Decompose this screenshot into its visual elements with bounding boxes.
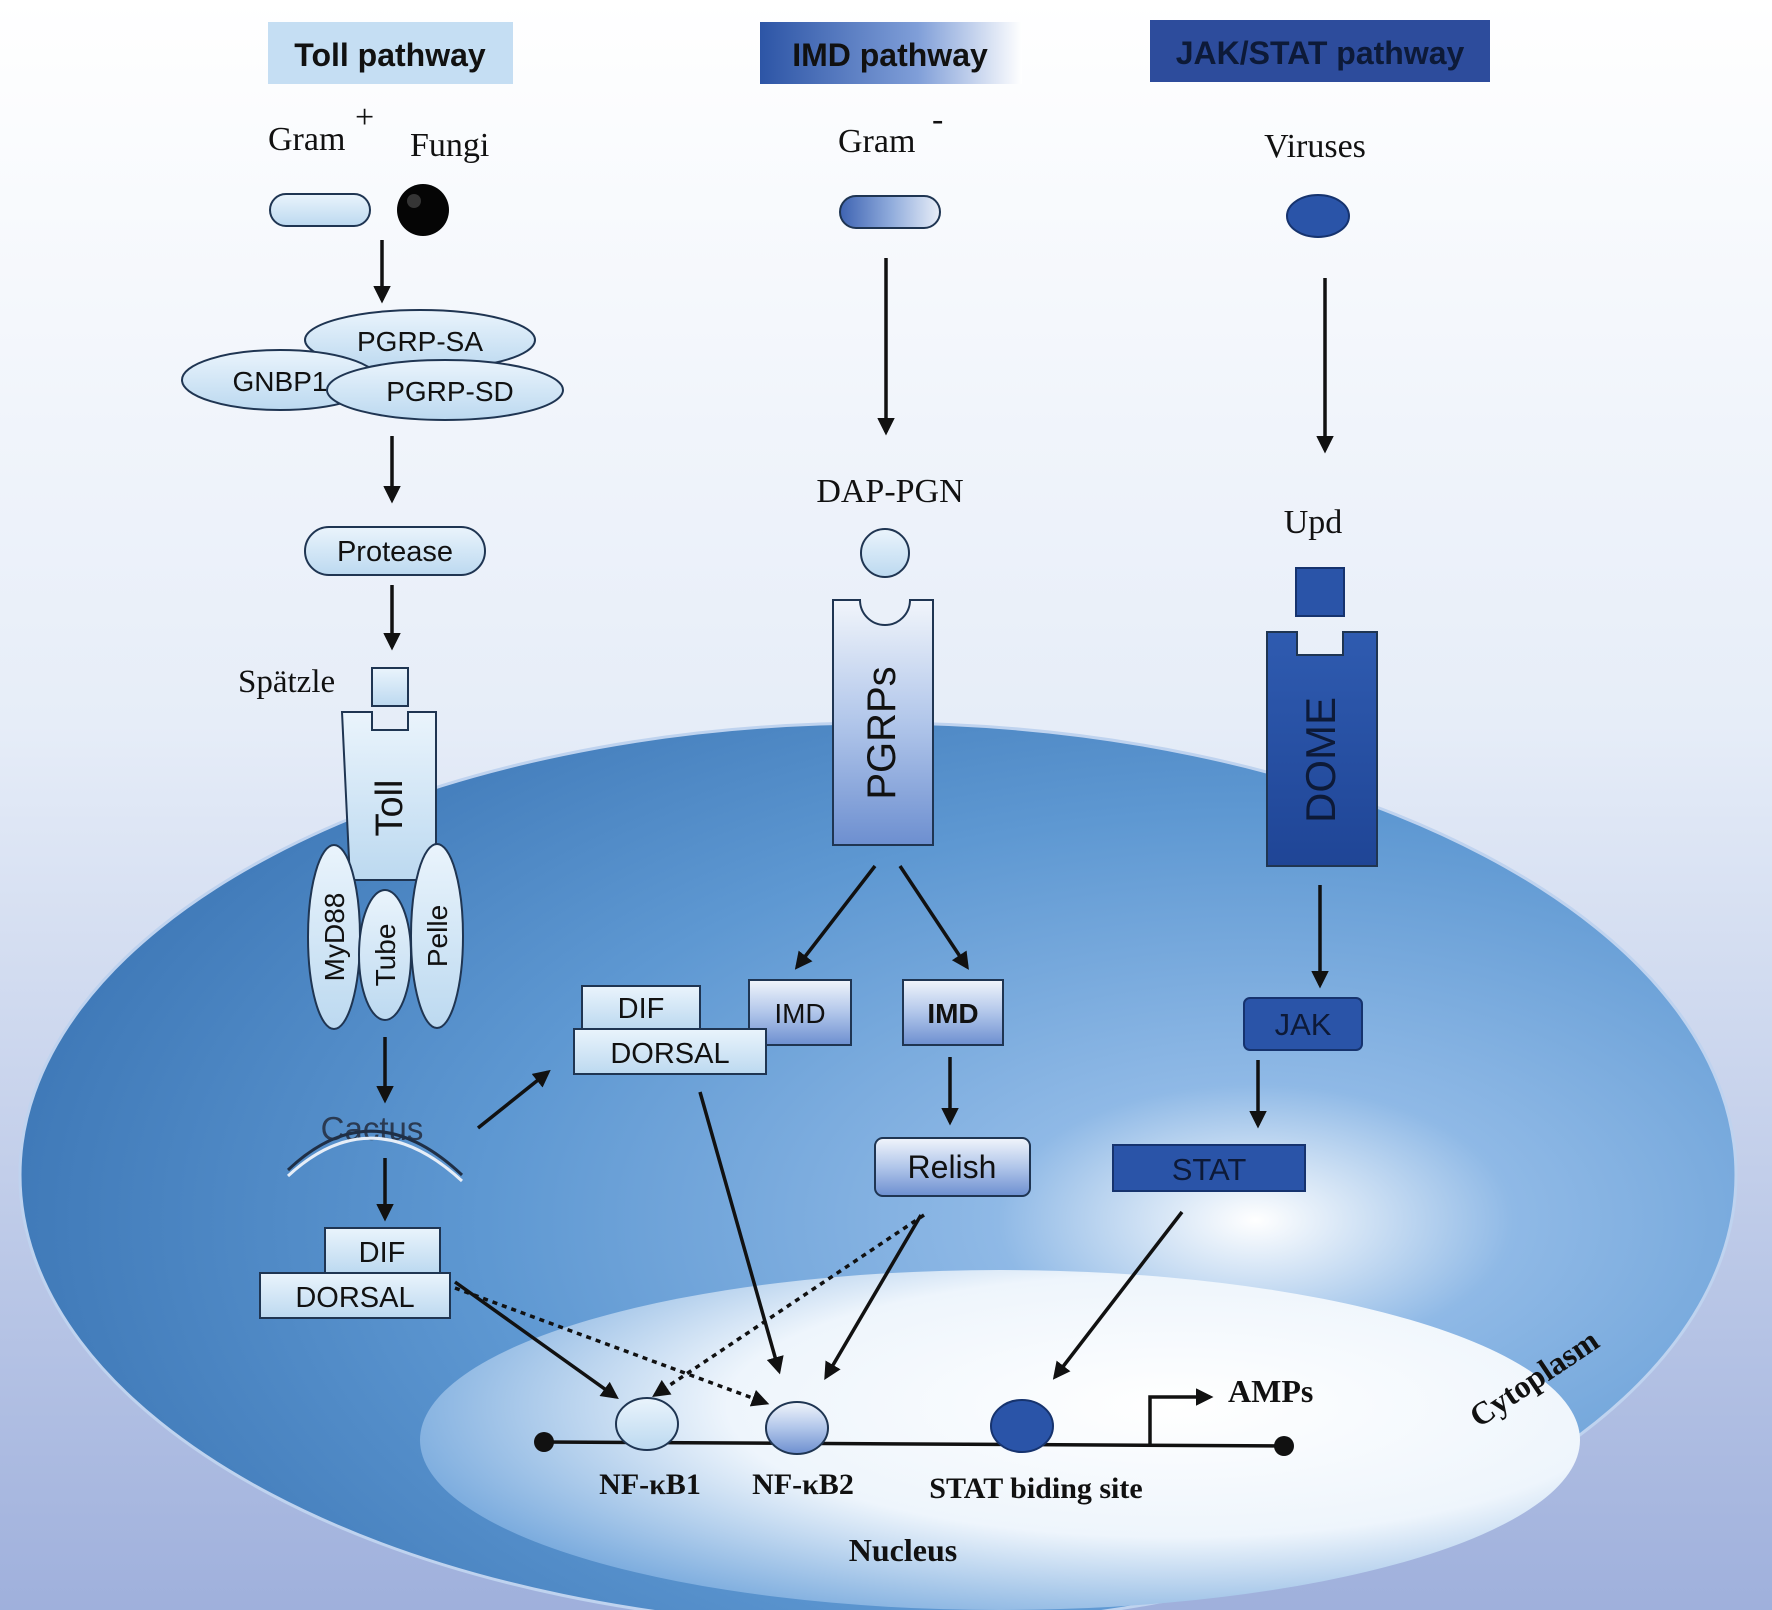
toll-header-label: Toll pathway [294,37,486,73]
pgrp-sd-node [326,359,564,421]
tube-label: Tube [370,924,401,987]
dome-receptor [1266,631,1378,867]
cactus-arc [286,1129,464,1177]
arrow-imd-dorsal-to-nfkb2 [698,1091,784,1375]
pgrp-sa-label: PGRP-SA [357,326,483,357]
imd-gram-label: Gram [838,123,915,160]
dotted-arrow-relish-to-nfkb1 [652,1213,925,1397]
gram-negative-bacterium-icon [839,195,941,229]
dome-label: DOME [1297,697,1344,823]
nfkb1-site [615,1397,679,1451]
jak-header-label: JAK/STAT pathway [1176,35,1465,71]
imd-dorsal-label: DORSAL [610,1038,729,1070]
arrow-cactus-to-dif [476,1069,551,1130]
nfkb2-site [765,1401,829,1455]
toll-dorsal-node [259,1272,451,1319]
toll-label: Toll [369,779,411,836]
spatzle-ligand [371,667,409,707]
pelle-label: Pelle [422,905,453,967]
jak-node [1243,997,1363,1051]
toll-gram-label: Gram [268,121,345,158]
myd88-label: MyD88 [319,893,350,982]
imd-header-label: IMD pathway [792,37,988,73]
toll-header: Toll pathway [268,22,513,84]
dna-end-left [534,1432,554,1452]
toll-dif-label: DIF [359,1237,406,1269]
fungi-spore-icon [397,184,449,236]
pgrp-sd-label: PGRP-SD [386,376,514,407]
arrow-dorsal-to-nfkb1 [453,1280,619,1400]
relish-label: Relish [908,1149,997,1185]
toll-dorsal-label: DORSAL [295,1282,414,1314]
stat-site-label: STAT biding site [929,1472,1142,1505]
stat-node [1112,1144,1306,1192]
arrow-stat-to-site [1052,1210,1184,1380]
arrow-relish-to-nfkb2 [824,1214,923,1381]
arrow-pgrps-left [794,864,877,970]
stat-binding-site [990,1399,1054,1453]
pgrps-label: PGRPs [860,666,904,799]
imd-header: IMD pathway [760,22,1022,84]
imd-gram-superscript: - [932,101,943,138]
nucleus-label: Nucleus [849,1532,957,1568]
stat-label: STAT [1172,1152,1247,1187]
cactus-label: Cactus [321,1110,424,1147]
relish-node [874,1137,1031,1197]
nfkb2-label: NF-κB2 [752,1468,854,1501]
imd-right-label: IMD [927,998,978,1029]
toll-dif-node [324,1227,441,1274]
gnbp1-label: GNBP1 [233,366,328,397]
nfkb1-label: NF-κB1 [599,1468,701,1501]
jak-label: JAK [1275,1007,1332,1042]
transcription-start-arrow [1148,1388,1214,1444]
imd-left-node [748,979,852,1046]
upd-label: Upd [1284,504,1343,541]
protease-node [304,526,486,576]
toll-receptor [340,711,437,881]
gram-positive-bacterium-icon [269,193,371,227]
imd-dif-label: DIF [618,993,665,1025]
imd-left-label: IMD [774,998,825,1029]
pelle-node [410,843,464,1029]
amps-label: AMPs [1228,1373,1313,1409]
toll-gram-superscript: + [355,99,374,136]
imd-dorsal-node [573,1028,767,1075]
viruses-label: Viruses [1264,128,1366,165]
arrow-pgrps-right [898,865,969,970]
upd-ligand [1295,567,1345,617]
pgrps-receptor [832,599,934,846]
spatzle-label: Spätzle [238,664,335,700]
dap-pgn-label: DAP-PGN [816,473,963,510]
jak-header: JAK/STAT pathway [1150,20,1490,82]
virus-icon [1286,194,1350,238]
dap-pgn-ligand [860,528,910,578]
imd-dif-node [581,985,701,1030]
fungi-label: Fungi [410,127,489,164]
dna-end-right [1274,1436,1294,1456]
protease-label: Protease [337,536,453,568]
imd-right-node [902,979,1004,1046]
